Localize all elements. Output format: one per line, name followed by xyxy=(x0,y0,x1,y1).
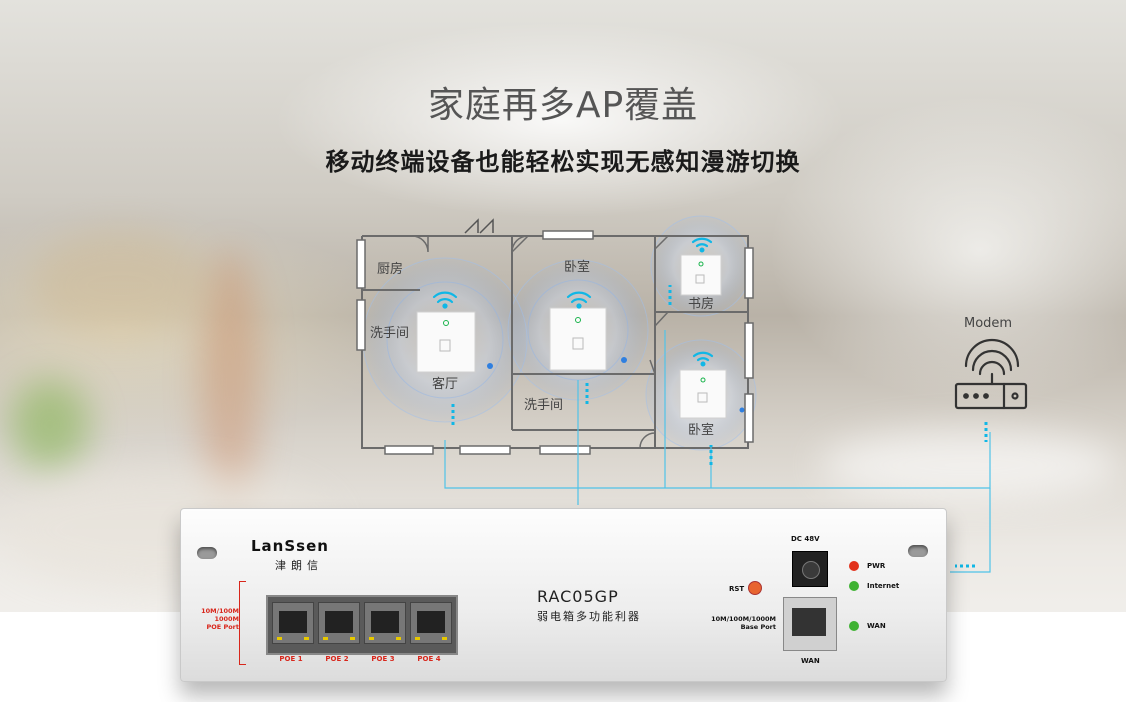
mount-hole xyxy=(197,547,217,559)
room-washroom-1: 洗手间 xyxy=(370,326,409,341)
poe-port-2[interactable] xyxy=(318,602,360,644)
wan-port-label: WAN xyxy=(801,657,820,665)
router-icon xyxy=(954,338,1028,410)
poe-label-1: POE 1 xyxy=(279,655,303,663)
mount-hole xyxy=(908,545,928,557)
walls xyxy=(361,235,749,449)
brand-cn: 津朗信 xyxy=(275,559,323,572)
room-bedroom-1: 卧室 xyxy=(564,259,590,275)
room-study: 书房 xyxy=(688,296,714,312)
poe-label-4: POE 4 xyxy=(417,655,441,663)
door-icon xyxy=(411,218,670,449)
wan-led xyxy=(849,621,859,631)
wifi-icon xyxy=(432,237,714,367)
page-subtitle: 移动终端设备也能轻松实现无感知漫游切换 xyxy=(325,148,801,176)
brand-logo: LanSsen xyxy=(251,537,329,555)
pwr-led-label: PWR xyxy=(867,562,886,570)
page-title: 家庭再多AP覆盖 xyxy=(427,85,699,126)
model-name: RAC05GP xyxy=(537,587,619,606)
dc-power-jack[interactable] xyxy=(792,551,828,587)
ap-units xyxy=(416,254,727,419)
poe-port-1[interactable] xyxy=(272,602,314,644)
windows xyxy=(356,230,754,455)
dc-label: DC 48V xyxy=(791,535,820,543)
reset-button[interactable] xyxy=(748,581,762,595)
model-description: 弱电箱多功能利器 xyxy=(537,610,641,623)
rst-label: RST xyxy=(729,585,745,593)
base-port-label: 10M/100M/1000M Base Port xyxy=(711,615,776,631)
pwr-led xyxy=(849,561,859,571)
room-living: 客厅 xyxy=(432,376,458,392)
wan-led-label: WAN xyxy=(867,622,886,630)
wan-port[interactable] xyxy=(783,597,837,651)
room-kitchen: 厨房 xyxy=(377,261,403,277)
internet-led xyxy=(849,581,859,591)
poe-label-3: POE 3 xyxy=(371,655,395,663)
port-bracket xyxy=(239,581,246,665)
poe-port-speed-label: 10M/100M 1000M POE Port xyxy=(201,607,239,631)
poe-port-4[interactable] xyxy=(410,602,452,644)
router-device: LanSsen 津朗信 RAC05GP 弱电箱多功能利器 10M/100M 10… xyxy=(180,508,947,682)
signal-arrows xyxy=(451,285,988,568)
modem-label: Modem xyxy=(964,316,1013,331)
poe-label-2: POE 2 xyxy=(325,655,349,663)
poe-port-block xyxy=(266,595,458,655)
network-lines xyxy=(444,330,991,573)
room-labels: 厨房 洗手间 客厅 卧室 洗手间 书房 卧室 xyxy=(370,259,714,438)
room-washroom-2: 洗手间 xyxy=(524,398,563,413)
poe-port-3[interactable] xyxy=(364,602,406,644)
room-bedroom-2: 卧室 xyxy=(688,422,714,438)
internet-led-label: Internet xyxy=(867,582,900,590)
